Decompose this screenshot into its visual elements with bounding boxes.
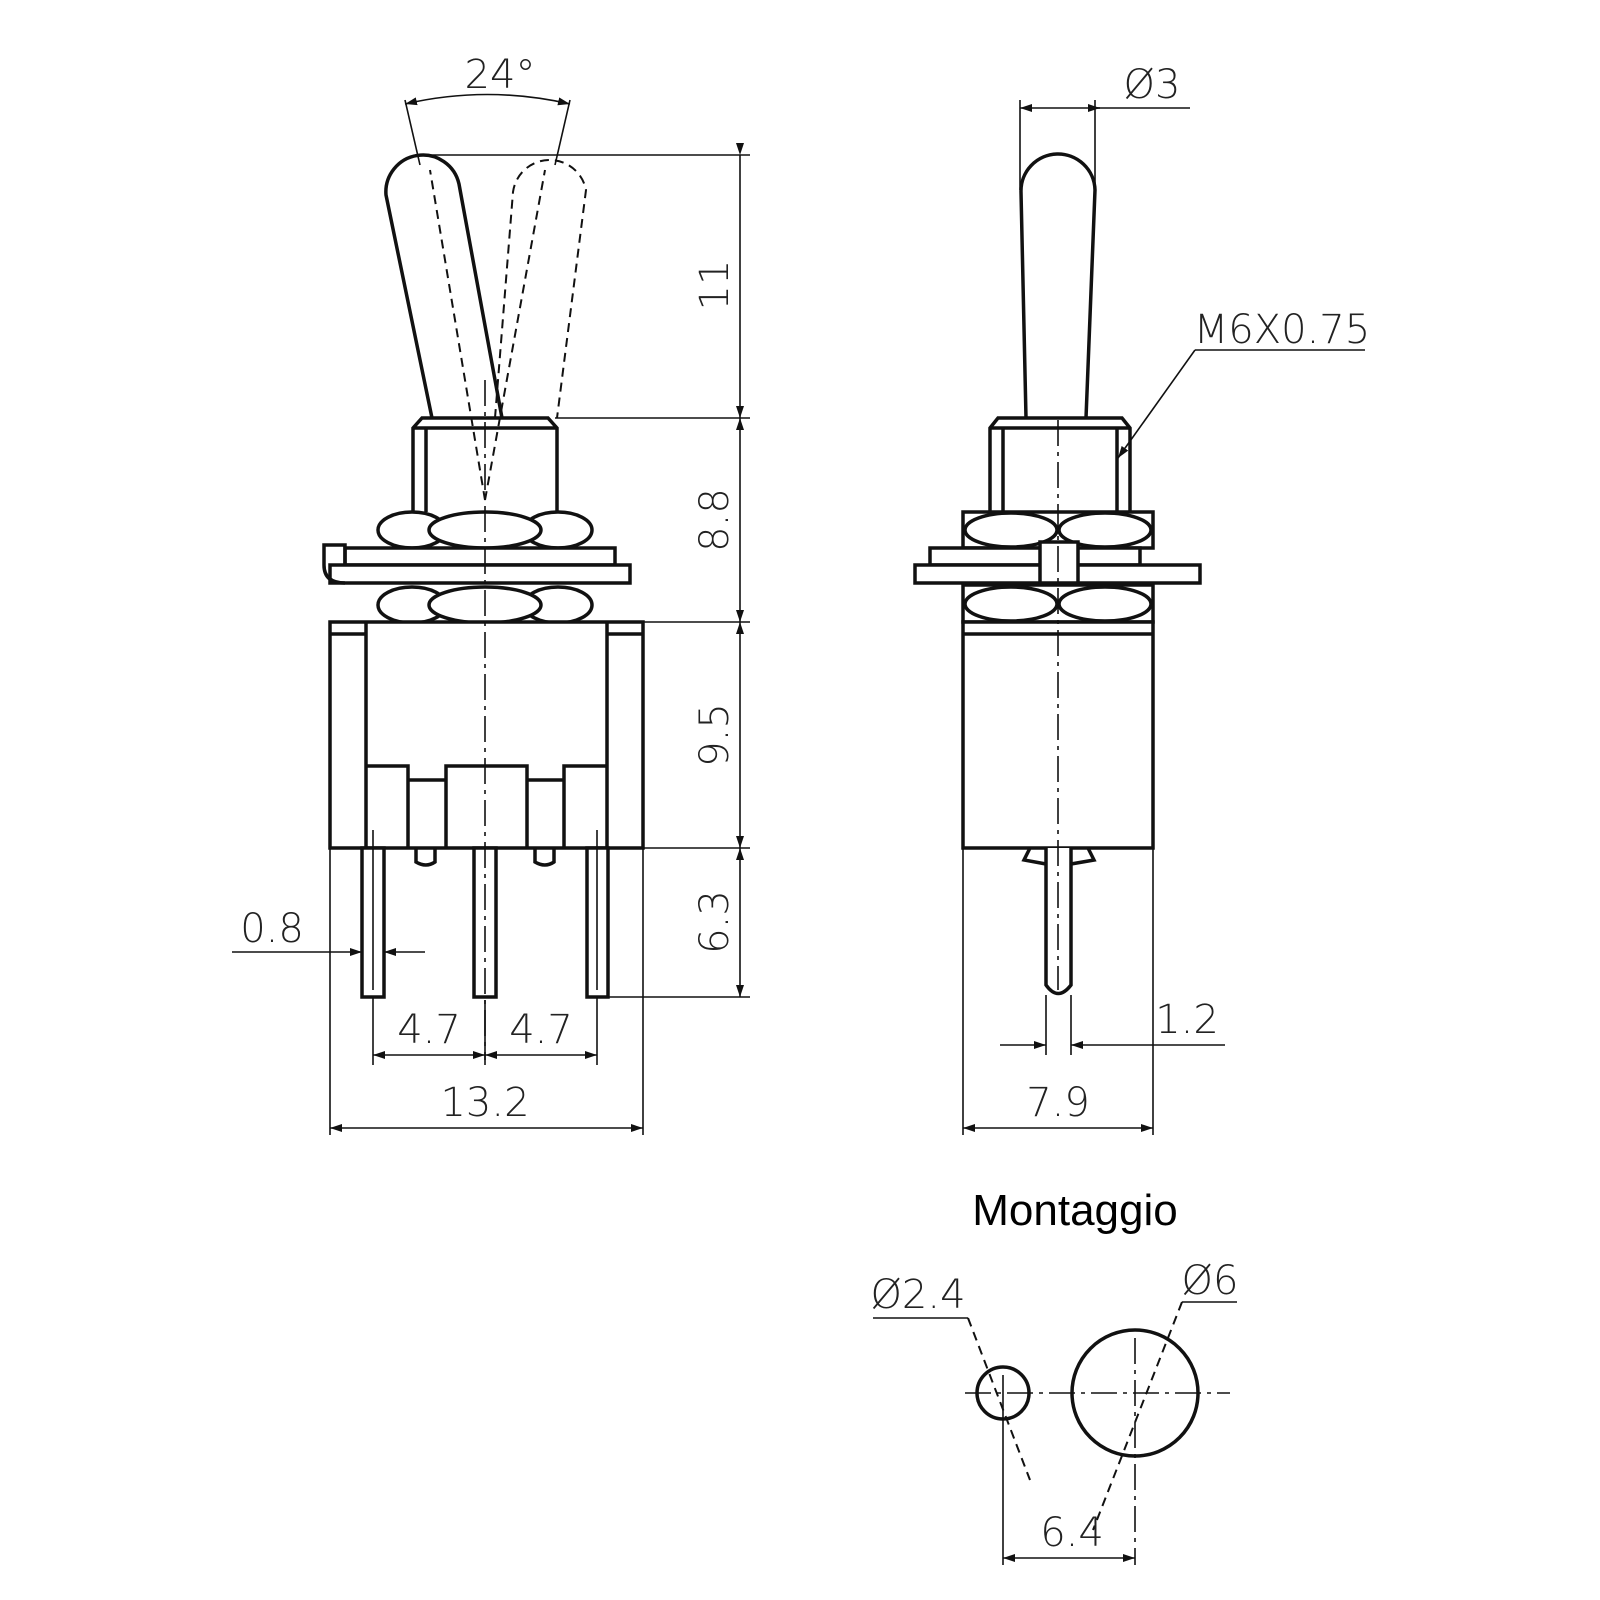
body-depth-label: 7.9 bbox=[1026, 1080, 1090, 1126]
angle-label: 24° bbox=[465, 52, 536, 98]
thread-callout: M6X0.75 bbox=[1117, 307, 1370, 459]
large-hole-label: Ø6 bbox=[1182, 1258, 1239, 1304]
lever-dashed bbox=[494, 159, 588, 419]
side-view: Ø3 M6X0.75 1.2 7.9 bbox=[913, 62, 1370, 1135]
front-view: 24° bbox=[232, 52, 750, 1135]
height-dimensions: 11 8.8 9.5 6.3 bbox=[415, 143, 750, 998]
side-pin-width-label: 1.2 bbox=[1155, 997, 1219, 1043]
pin-pitch-right-label: 4.7 bbox=[509, 1007, 573, 1053]
hole-spacing-label: 6.4 bbox=[1040, 1510, 1104, 1556]
pin-pitch-left-label: 4.7 bbox=[397, 1007, 461, 1053]
switch-body bbox=[328, 620, 645, 850]
bushing-height-label: 8.8 bbox=[692, 488, 738, 552]
pins bbox=[360, 830, 610, 999]
lever-solid bbox=[384, 153, 504, 419]
lever-diameter-label: Ø3 bbox=[1124, 62, 1181, 108]
side-lever bbox=[1019, 152, 1097, 419]
mounting-title: Montaggio bbox=[972, 1186, 1177, 1235]
lever-height-label: 11 bbox=[692, 260, 738, 311]
small-hole-label: Ø2.4 bbox=[870, 1272, 965, 1318]
body-height-label: 9.5 bbox=[692, 703, 738, 767]
washer bbox=[322, 543, 632, 585]
angle-arc bbox=[404, 93, 571, 106]
thread-label: M6X0.75 bbox=[1194, 307, 1370, 353]
pin-length-label: 6.3 bbox=[692, 890, 738, 954]
pin-width-label: 0.8 bbox=[240, 906, 304, 952]
width-dimensions: 0.8 4.7 4.7 13.2 bbox=[232, 848, 644, 1135]
body-width-label: 13.2 bbox=[440, 1080, 529, 1126]
mounting-diagram: Montaggio Ø2.4 Ø6 6.4 bbox=[870, 1186, 1238, 1565]
lever-axis bbox=[429, 169, 546, 501]
